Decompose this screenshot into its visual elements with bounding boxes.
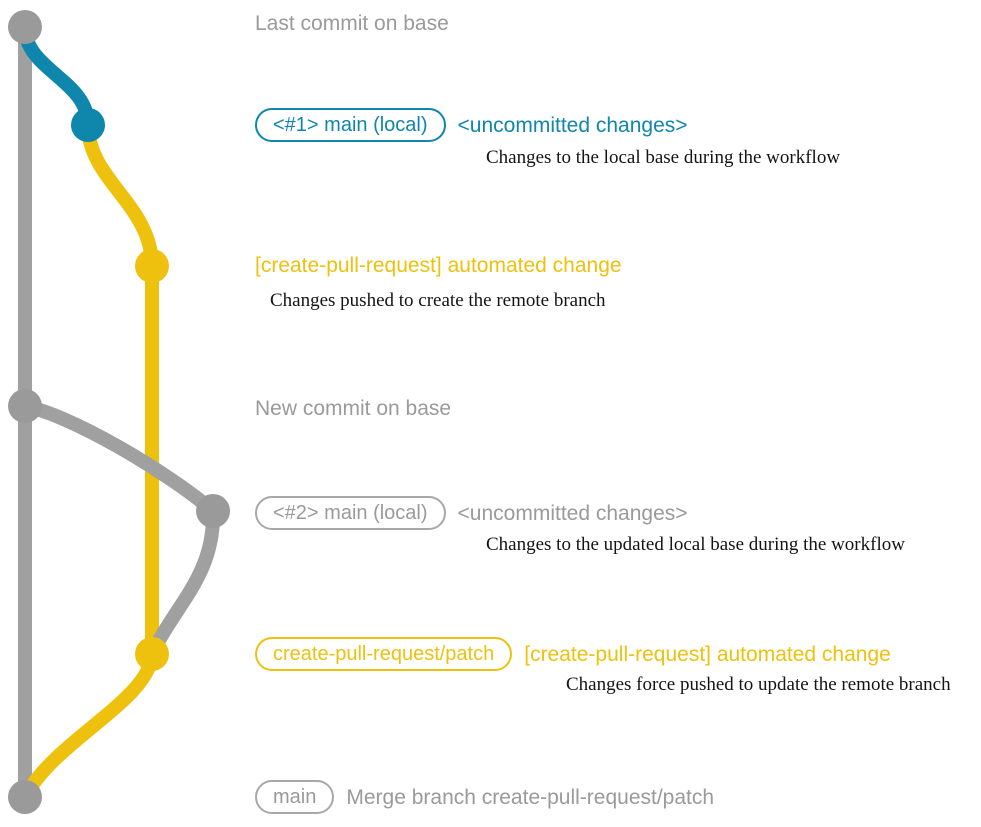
commit-row-automated-change-2: create-pull-request/patch [create-pull-r… [255,637,891,671]
commit-nodes [8,10,230,814]
commit-description-automated-change-2: Changes force pushed to update the remot… [566,674,951,695]
commit-subject: <uncommitted changes> [457,501,688,525]
edge-remote2-to-merge [18,647,159,804]
branch-badge-main[interactable]: main [255,780,335,814]
branch-badge-main-local-1[interactable]: <#1> main (local) [255,108,446,142]
commit-subject: <uncommitted changes> [457,113,688,137]
node-base-new-commit [8,389,42,423]
node-remote-commit-2 [135,637,169,671]
commit-subject: New commit on base [255,397,452,420]
commit-row-last-commit-on-base: Last commit on base [255,13,449,34]
commit-description-local-base-2: Changes to the updated local base during… [486,534,905,555]
commit-subject: Last commit on base [255,12,449,35]
commit-description-automated-change-1: Changes pushed to create the remote bran… [270,290,606,311]
node-merge-commit [8,780,42,814]
commit-description-local-base-1: Changes to the local base during the wor… [486,147,841,168]
commit-subject: [create-pull-request] automated change [524,642,891,666]
commit-row-local-base-1: <#1> main (local) <uncommitted changes> [255,108,688,142]
edge-newbase-to-local2 [18,399,220,518]
edge-local2-to-remote2 [145,504,221,661]
edge-local1-to-remote1 [81,118,159,273]
node-local-commit-1 [71,108,105,142]
node-base-head [8,10,42,44]
edge-base-to-local1 [18,20,95,132]
commit-row-new-commit-on-base: New commit on base [255,398,451,419]
branch-badge-create-pull-request-patch[interactable]: create-pull-request/patch [255,637,513,671]
commit-row-merge-commit: main Merge branch create-pull-request/pa… [255,780,714,814]
commit-row-automated-change-1: [create-pull-request] automated change [255,255,622,276]
branch-badge-main-local-2[interactable]: <#2> main (local) [255,496,446,530]
commit-subject: [create-pull-request] automated change [255,254,622,277]
commit-row-local-base-2: <#2> main (local) <uncommitted changes> [255,496,688,530]
commit-subject: Merge branch create-pull-request/patch [346,785,715,809]
node-local-commit-2 [196,494,230,528]
node-remote-commit-1 [135,249,169,283]
